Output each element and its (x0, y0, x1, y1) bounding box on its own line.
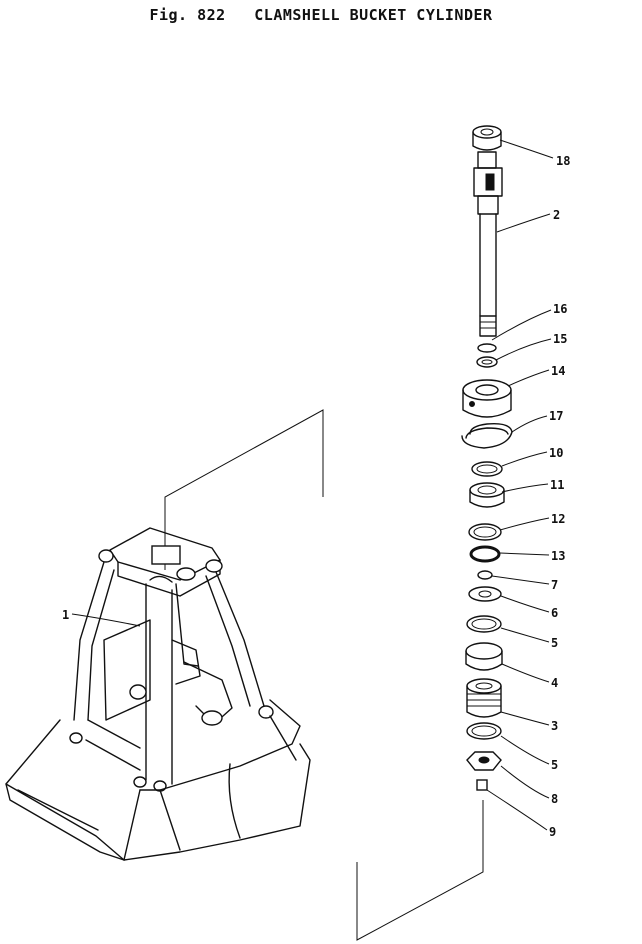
part-8-nut (466, 751, 502, 771)
part-3-piston (466, 678, 502, 718)
callout-1: 1 (62, 608, 69, 622)
callout-9: 9 (549, 825, 556, 839)
callout-6: 6 (551, 606, 558, 620)
part-5-ring-lower (466, 722, 502, 740)
callout-18: 18 (556, 154, 570, 168)
part-12-ring (468, 523, 502, 541)
callout-3: 3 (551, 719, 558, 733)
callout-labels: 18 2 16 15 14 17 10 11 12 13 7 6 5 4 3 5… (62, 154, 570, 839)
part-4-bushing (465, 642, 503, 671)
callout-2: 2 (553, 208, 560, 222)
part-13-o-ring (469, 545, 501, 563)
callout-15: 15 (553, 332, 567, 346)
callout-4: 4 (551, 676, 558, 690)
part-10-ring (471, 461, 503, 477)
callout-17: 17 (549, 409, 563, 423)
callout-5-lower: 5 (551, 758, 558, 772)
callout-16: 16 (553, 302, 567, 316)
callout-12: 12 (551, 512, 565, 526)
part-6-washer (468, 586, 502, 602)
callout-7: 7 (551, 578, 558, 592)
leader-lines (71, 139, 554, 831)
part-18-nut (472, 125, 502, 151)
clamshell-bucket-illustration (5, 527, 311, 861)
part-9-bolt (476, 779, 488, 791)
part-7-ring (477, 570, 493, 580)
figure-caption: CLAMSHELL BUCKET CYLINDER (254, 6, 493, 24)
figure-title: Fig. 822 CLAMSHELL BUCKET CYLINDER (0, 6, 642, 24)
callout-14: 14 (551, 364, 565, 378)
part-16-ring (477, 343, 497, 353)
callout-5-upper: 5 (551, 636, 558, 650)
callout-13: 13 (551, 549, 565, 563)
callout-8: 8 (551, 792, 558, 806)
part-15-ring (476, 356, 498, 368)
callout-10: 10 (549, 446, 563, 460)
callout-11: 11 (550, 478, 564, 492)
figure-number: Fig. 822 (149, 6, 226, 24)
part-17-snap-ring (461, 422, 513, 449)
part-14-head (462, 379, 512, 418)
part-2-piston-rod (473, 151, 503, 337)
part-5-ring-upper (466, 615, 502, 633)
part-11-bushing (469, 482, 505, 508)
